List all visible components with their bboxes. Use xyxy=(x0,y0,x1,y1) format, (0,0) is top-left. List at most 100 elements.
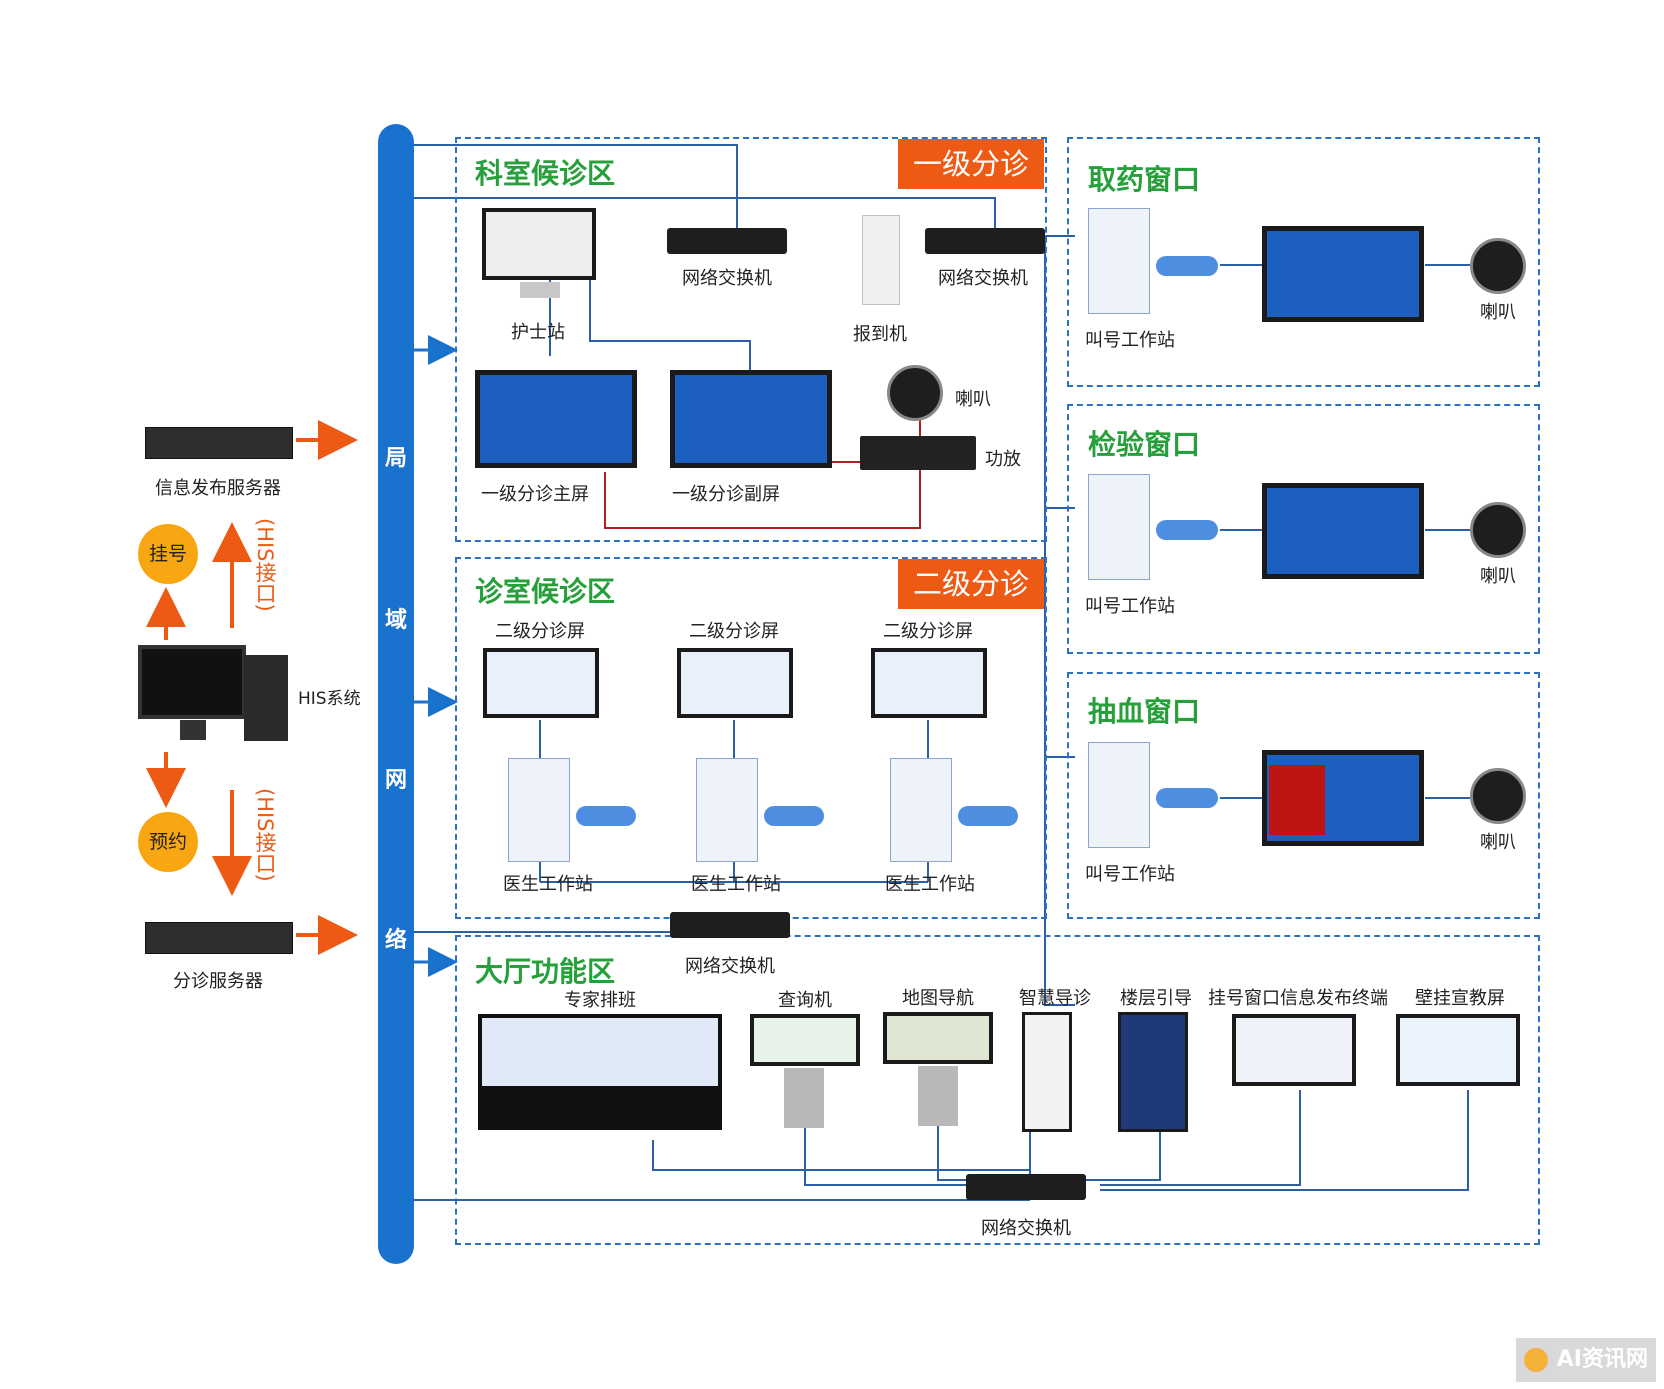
pharmacy-display xyxy=(1262,226,1424,322)
switch-a-icon xyxy=(667,228,787,254)
doctor-station-3 xyxy=(890,758,952,862)
his-interface-up: (HIS接口) xyxy=(253,518,277,612)
flower-icon xyxy=(1524,1348,1548,1372)
clinic-screen-1-label: 二级分诊屏 xyxy=(495,621,585,642)
expert-schedule-panels xyxy=(482,1018,718,1086)
info-server-label: 信息发布服务器 xyxy=(155,478,281,499)
lab-caller-device xyxy=(1088,474,1150,580)
clinic-screen-2-label: 二级分诊屏 xyxy=(689,621,779,642)
dept-speaker-icon xyxy=(887,365,943,421)
doctor-station-2 xyxy=(696,758,758,862)
hall-zone xyxy=(455,935,1540,1245)
clinic-screen-3-label: 二级分诊屏 xyxy=(883,621,973,642)
bus-char-2: 域 xyxy=(384,608,407,633)
smart-guide-kiosk xyxy=(1022,1012,1072,1132)
tier-two-badge: 二级分诊 xyxy=(898,559,1044,609)
blood-window-red-panel xyxy=(1269,765,1325,835)
pharmacy-speaker-icon xyxy=(1470,238,1526,294)
his-monitor-icon xyxy=(138,645,246,719)
his-tower-icon xyxy=(244,655,288,741)
doctor-call-pill-3 xyxy=(958,806,1018,826)
blood-zone-title: 抽血窗口 xyxy=(1088,695,1201,728)
map-nav-stand xyxy=(918,1066,958,1126)
tier-one-badge: 一级分诊 xyxy=(898,139,1044,189)
doctor-call-pill-2 xyxy=(764,806,824,826)
appointment-circle: 预约 xyxy=(138,812,198,872)
blood-speaker-icon xyxy=(1470,768,1526,824)
lab-zone-title: 检验窗口 xyxy=(1088,428,1201,461)
main-screen-label: 一级分诊主屏 xyxy=(481,484,589,505)
lab-speaker-icon xyxy=(1470,502,1526,558)
lab-call-pill xyxy=(1156,520,1218,540)
register-circle: 挂号 xyxy=(138,524,198,584)
hall-zone-title: 大厅功能区 xyxy=(475,955,616,988)
clinic-zone-title: 诊室候诊区 xyxy=(475,575,616,608)
blood-caller-device xyxy=(1088,742,1150,848)
query-kiosk-stand xyxy=(784,1068,824,1128)
blood-caller-label: 叫号工作站 xyxy=(1085,864,1175,885)
clinic-screen-3 xyxy=(871,648,987,718)
pharmacy-call-pill xyxy=(1156,256,1218,276)
hall-item-2-label: 查询机 xyxy=(778,990,832,1011)
dept-zone-title: 科室候诊区 xyxy=(475,157,616,190)
doctor-station-3-label: 医生工作站 xyxy=(885,874,975,895)
his-label: HIS系统 xyxy=(298,689,361,709)
lab-zone xyxy=(1067,404,1540,654)
blood-display xyxy=(1262,750,1424,846)
switch-b-icon xyxy=(925,228,1045,254)
amplifier-label: 功放 xyxy=(985,449,1021,470)
amplifier-icon xyxy=(860,436,976,470)
doctor-station-2-label: 医生工作站 xyxy=(691,874,781,895)
expert-schedule-wall xyxy=(478,1014,722,1130)
bus-char-4: 络 xyxy=(384,928,407,953)
clinic-switch-label: 网络交换机 xyxy=(685,956,775,977)
hall-item-1-label: 专家排班 xyxy=(564,990,636,1011)
clinic-screen-1 xyxy=(483,648,599,718)
registration-info-screen xyxy=(1232,1014,1356,1086)
doctor-station-1 xyxy=(508,758,570,862)
tier-one-sub-screen xyxy=(670,370,832,468)
lab-caller-label: 叫号工作站 xyxy=(1085,596,1175,617)
doctor-station-1-label: 医生工作站 xyxy=(503,874,593,895)
bus-char-1: 局 xyxy=(384,446,407,471)
checkin-label: 报到机 xyxy=(853,324,907,345)
hall-item-3-label: 地图导航 xyxy=(902,988,974,1009)
hall-item-7-label: 壁挂宣教屏 xyxy=(1415,988,1505,1009)
blood-call-pill xyxy=(1156,788,1218,808)
watermark-text: AI资讯网 xyxy=(1556,1347,1648,1372)
triage-server-device xyxy=(145,922,293,954)
floor-guide-screen xyxy=(1118,1012,1188,1132)
clinic-switch-icon xyxy=(670,912,790,938)
switch-b-label: 网络交换机 xyxy=(938,268,1028,289)
his-interface-down: (HIS接口) xyxy=(253,788,277,882)
tier-one-main-screen xyxy=(475,370,637,468)
pharmacy-zone-title: 取药窗口 xyxy=(1088,163,1201,196)
pharmacy-zone xyxy=(1067,137,1540,387)
checkin-kiosk-icon xyxy=(862,215,900,305)
wall-edu-screen xyxy=(1396,1014,1520,1086)
sub-screen-label: 一级分诊副屏 xyxy=(672,484,780,505)
map-nav-screen xyxy=(883,1012,993,1064)
hall-switch-icon xyxy=(966,1174,1086,1200)
lab-speaker-label: 喇叭 xyxy=(1480,566,1516,587)
hall-item-6-label: 挂号窗口信息发布终端 xyxy=(1208,988,1388,1009)
clinic-waiting-zone xyxy=(455,557,1047,919)
query-kiosk-screen xyxy=(750,1014,860,1066)
info-server-device xyxy=(145,427,293,459)
nurse-station-monitor xyxy=(482,208,596,280)
his-monitor-stand xyxy=(180,720,206,740)
triage-server-label: 分诊服务器 xyxy=(173,971,263,992)
pharmacy-caller-label: 叫号工作站 xyxy=(1085,330,1175,351)
switch-a-label: 网络交换机 xyxy=(682,268,772,289)
nurse-station-label: 护士站 xyxy=(511,322,565,343)
blood-speaker-label: 喇叭 xyxy=(1480,832,1516,853)
blood-zone xyxy=(1067,672,1540,919)
nurse-station-stand xyxy=(520,282,560,298)
hall-item-4-label: 智慧导诊 xyxy=(1019,988,1091,1009)
watermark-logo: AI资讯网 xyxy=(1516,1338,1656,1382)
pharmacy-speaker-label: 喇叭 xyxy=(1480,302,1516,323)
pharmacy-caller-device xyxy=(1088,208,1150,314)
bus-char-3: 网 xyxy=(384,768,407,793)
clinic-screen-2 xyxy=(677,648,793,718)
